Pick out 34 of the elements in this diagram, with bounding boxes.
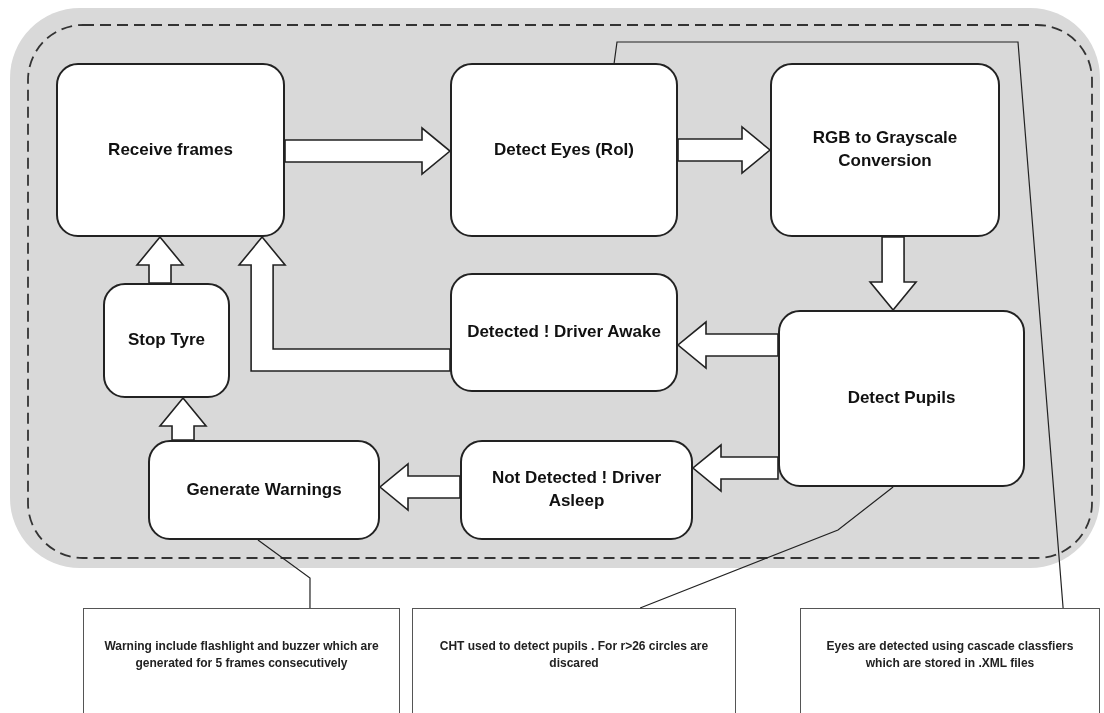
process-box (450, 63, 678, 237)
block-arrow (284, 126, 452, 176)
note-box (800, 608, 1100, 713)
note-text: Eyes are detected using cascade classfiers which are stored in .XML files (825, 637, 1075, 672)
process-box (103, 283, 230, 398)
node-label: Stop Tyre (127, 329, 206, 352)
note-text: Warning include flashlight and buzzer which are generated for 5 frames consecutively (103, 637, 380, 672)
leader-line (639, 486, 894, 609)
block-arrow (677, 125, 772, 175)
node-label: Detected ! Driver Awake (467, 321, 661, 344)
process-box (450, 273, 678, 392)
block-arrow (691, 443, 779, 493)
note-box (83, 608, 400, 713)
node-label: Detect Pupils (847, 387, 956, 410)
block-arrow (237, 235, 451, 372)
block-arrow (868, 236, 918, 312)
process-box (56, 63, 285, 237)
block-arrow (135, 235, 185, 284)
block-arrow (676, 320, 779, 370)
note-box (412, 608, 736, 713)
node-label: Detect Eyes (RoI) (494, 138, 634, 161)
node-label: Not Detected ! Driver Asleep (490, 467, 663, 512)
process-box (460, 440, 693, 540)
block-arrow (378, 462, 461, 512)
leader-line (257, 539, 311, 609)
leader-line (613, 41, 1064, 609)
process-box (778, 310, 1025, 487)
note-text: CHT used to detect pupils . For r>26 circles are discared (438, 637, 710, 672)
node-label: Receive frames (108, 138, 233, 161)
block-arrow (158, 396, 208, 441)
process-box (148, 440, 380, 540)
process-box (770, 63, 1000, 237)
node-label: Generate Warnings (186, 478, 342, 501)
node-label: RGB to Grayscale Conversion (811, 127, 959, 172)
